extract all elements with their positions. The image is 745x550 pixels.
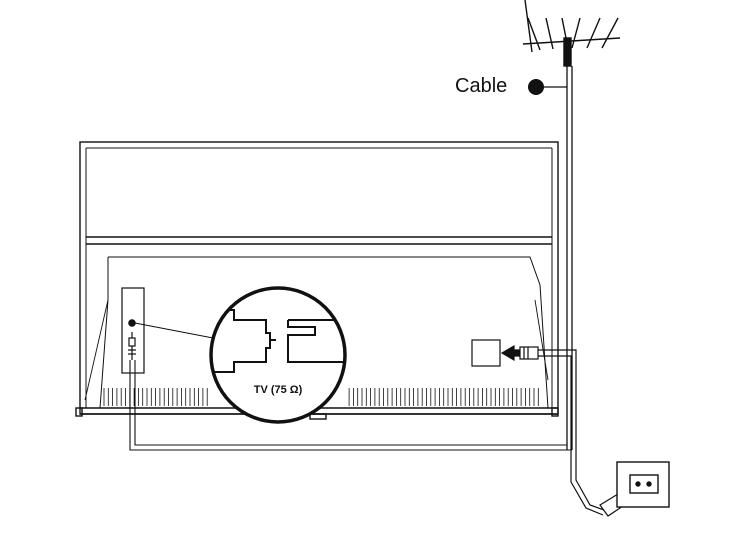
power-plug-icon	[500, 344, 539, 362]
tv-port-label: TV (75 Ω)	[254, 384, 303, 396]
cable-label-group: Cable	[455, 75, 567, 97]
tv-back-panel	[75, 141, 559, 420]
cable-dot	[528, 79, 544, 95]
antenna-input-panel	[121, 287, 145, 374]
antenna-cable	[566, 66, 573, 450]
coax-cable	[129, 360, 572, 451]
antenna-icon	[522, 0, 621, 67]
vent-grille	[103, 388, 539, 406]
power-cord	[538, 349, 605, 516]
wall-outlet-icon	[616, 461, 670, 508]
antenna-port-dot	[128, 319, 136, 327]
cable-label: Cable	[455, 75, 507, 97]
tv-power-socket	[471, 339, 501, 367]
coax-connector-icon	[128, 332, 136, 360]
port-zoom-callout: TV (75 Ω)	[209, 286, 347, 424]
